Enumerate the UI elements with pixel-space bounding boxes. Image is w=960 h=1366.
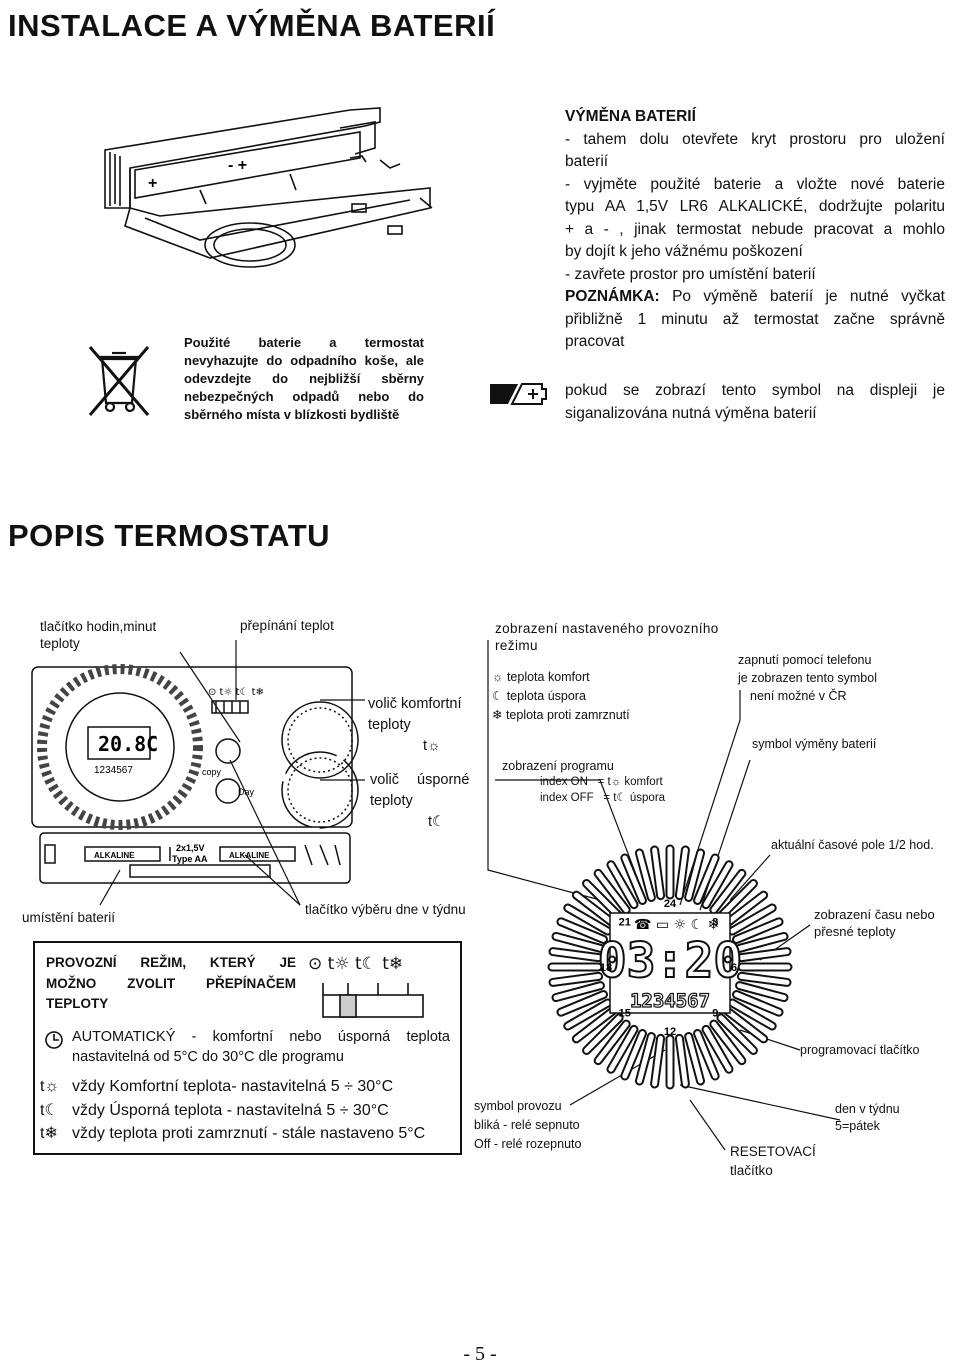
- program-dial-display: 03:20 1234567 ☎ ▭ ☼ ☾ ❄ 24 3 6 9 12 15 18 21: [550, 835, 790, 1105]
- hour-label: 15: [619, 1007, 631, 1019]
- hour-label: 3: [712, 917, 718, 929]
- page-number: - 5 -: [0, 1343, 960, 1366]
- hour-label: 24: [664, 898, 677, 910]
- label-mode-display: zobrazení nastaveného provozního režimu: [495, 620, 719, 654]
- modes-heading: PROVOZNÍ REŽIM, KTERÝ JE MOŽNO ZVOLIT PŘ…: [46, 953, 296, 1015]
- label-clock-button: tlačítko hodin,minut teploty: [40, 618, 156, 652]
- display-time: 03:20: [598, 933, 743, 989]
- moon-icon: ☾: [492, 689, 507, 703]
- mode-items: ☼ teplota komfort ☾ teplota úspora ❄ tep…: [492, 668, 630, 725]
- mode-items-list: t☼vždy Komfortní teplota- nastavitelná 5…: [40, 1075, 425, 1146]
- label-eco-knob: volič úsporné teploty t☾: [370, 770, 469, 833]
- label-phone: zapnutí pomocí telefonu je zobrazen tent…: [738, 651, 877, 705]
- label-time-display: zobrazení času nebo přesné teploty: [814, 906, 935, 940]
- hour-label: 9: [712, 1007, 718, 1019]
- label-program-display: zobrazení programu index ON = t☼ komfort…: [502, 758, 665, 806]
- hour-label: 21: [619, 917, 631, 929]
- label-temp-switch: přepínání teplot: [240, 617, 334, 634]
- hour-label: 12: [664, 1026, 676, 1038]
- label-program-buttons: programovací tlačítko: [800, 1042, 920, 1058]
- label-comfort-knob: volič komfortní teploty t☼: [368, 694, 461, 757]
- label-day-button: tlačítko výběru dne v týdnu: [305, 901, 466, 918]
- hour-label: 6: [731, 962, 737, 974]
- display-days: 1234567: [630, 990, 710, 1012]
- label-battery-symbol: symbol výměny baterií: [752, 736, 876, 752]
- label-day-of-week: den v týdnu 5=pátek: [835, 1101, 900, 1135]
- snowflake-icon: ❄: [492, 708, 506, 722]
- hour-label: 18: [600, 962, 612, 974]
- clock-icon: [44, 1030, 64, 1050]
- label-symbol-mode: symbol provozu bliká - relé sepnuto Off …: [474, 1097, 581, 1154]
- mode-auto: AUTOMATICKÝ - komfortní nebo úsporná tep…: [44, 1027, 450, 1067]
- label-time-field: aktuální časové pole 1/2 hod.: [771, 837, 934, 853]
- mode-switch-drawing: [318, 975, 438, 1025]
- label-battery-place: umístění baterií: [22, 909, 115, 926]
- modes-symbols: ⊙ t☼ t☾ t❄: [308, 954, 403, 974]
- label-reset: RESETOVACÍ tlačítko: [730, 1142, 816, 1180]
- display-mode-icons: ☎ ▭ ☼ ☾ ❄: [634, 917, 719, 933]
- sun-icon: ☼: [492, 670, 507, 684]
